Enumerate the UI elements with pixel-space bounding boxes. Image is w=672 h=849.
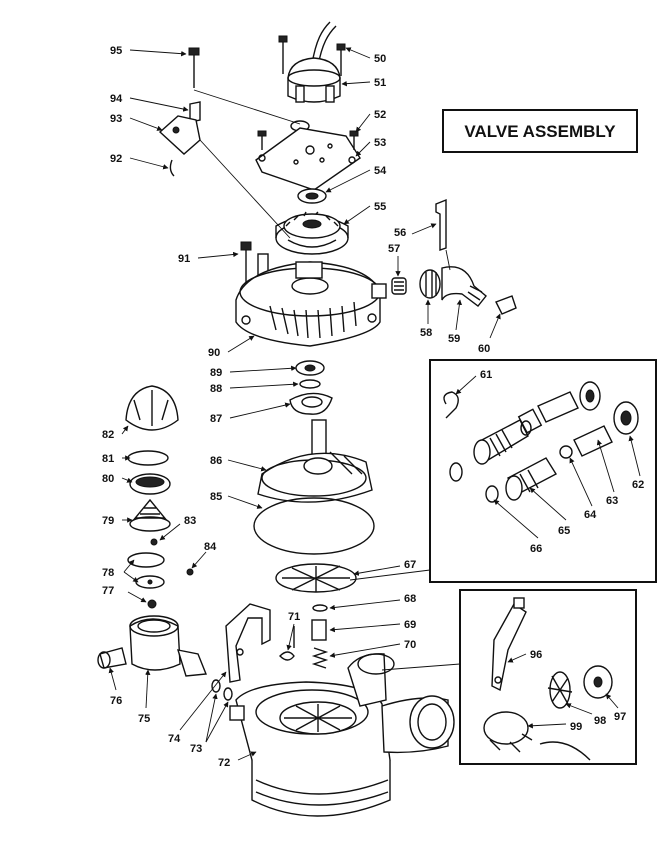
callout-83: 83 — [184, 515, 196, 527]
callout-66: 66 — [530, 543, 542, 555]
callout-69: 69 — [404, 619, 416, 631]
callout-52: 52 — [374, 109, 386, 121]
callout-57: 57 — [388, 243, 400, 255]
callout-71: 71 — [288, 611, 300, 623]
callout-74: 74 — [168, 733, 181, 745]
callout-77: 77 — [102, 585, 114, 597]
valve-body — [235, 241, 387, 347]
motor-assembly — [278, 21, 346, 132]
callout-78: 78 — [102, 567, 114, 579]
callout-90: 90 — [208, 347, 220, 359]
injector-inset — [429, 359, 657, 583]
callout-86: 86 — [210, 455, 222, 467]
callout-60: 60 — [478, 343, 490, 355]
callout-81: 81 — [102, 453, 114, 465]
callout-93: 93 — [110, 113, 122, 125]
callout-84: 84 — [204, 541, 217, 553]
callout-53: 53 — [374, 137, 386, 149]
callout-82: 82 — [102, 429, 114, 441]
callout-54: 54 — [374, 165, 387, 177]
callout-99: 99 — [570, 721, 582, 733]
callout-73: 73 — [190, 743, 202, 755]
switch-plate — [255, 127, 361, 204]
callout-59: 59 — [448, 333, 460, 345]
callout-67: 67 — [404, 559, 416, 571]
callout-95: 95 — [110, 45, 122, 57]
callout-89: 89 — [210, 367, 222, 379]
callout-58: 58 — [420, 327, 432, 339]
callout-75: 75 — [138, 713, 150, 725]
callout-76: 76 — [110, 695, 122, 707]
callout-79: 79 — [102, 515, 114, 527]
cam-switch-parts — [158, 47, 201, 177]
drive-gear — [275, 211, 349, 255]
assembly-lines — [193, 89, 461, 671]
meter-inset — [459, 589, 637, 765]
mounting-bracket — [211, 603, 271, 701]
callout-91: 91 — [178, 253, 190, 265]
piston-seal-stack — [253, 360, 375, 669]
callout-63: 63 — [606, 495, 618, 507]
callout-70: 70 — [404, 639, 416, 651]
callout-64: 64 — [584, 509, 597, 521]
callout-62: 62 — [632, 479, 644, 491]
left-bypass-stack — [97, 385, 207, 677]
callout-88: 88 — [210, 383, 222, 395]
callout-87: 87 — [210, 413, 222, 425]
title-box: VALVE ASSEMBLY — [442, 109, 638, 153]
callout-92: 92 — [110, 153, 122, 165]
callout-65: 65 — [558, 525, 570, 537]
callout-50: 50 — [374, 53, 386, 65]
callout-61: 61 — [480, 369, 492, 381]
callout-51: 51 — [374, 77, 386, 89]
callout-97: 97 — [614, 711, 626, 723]
callout-55: 55 — [374, 201, 386, 213]
callout-68: 68 — [404, 593, 416, 605]
callout-80: 80 — [102, 473, 114, 485]
valve-housing — [229, 653, 455, 817]
callout-85: 85 — [210, 491, 222, 503]
callout-56: 56 — [394, 227, 406, 239]
diagram-title: VALVE ASSEMBLY — [464, 122, 616, 141]
callout-94: 94 — [110, 93, 123, 105]
callout-labels: 50 51 52 53 54 55 56 57 58 59 60 61 — [102, 45, 644, 769]
callout-98: 98 — [594, 715, 606, 727]
callout-72: 72 — [218, 757, 230, 769]
drain-fitting — [391, 198, 517, 315]
callout-96: 96 — [530, 649, 542, 661]
